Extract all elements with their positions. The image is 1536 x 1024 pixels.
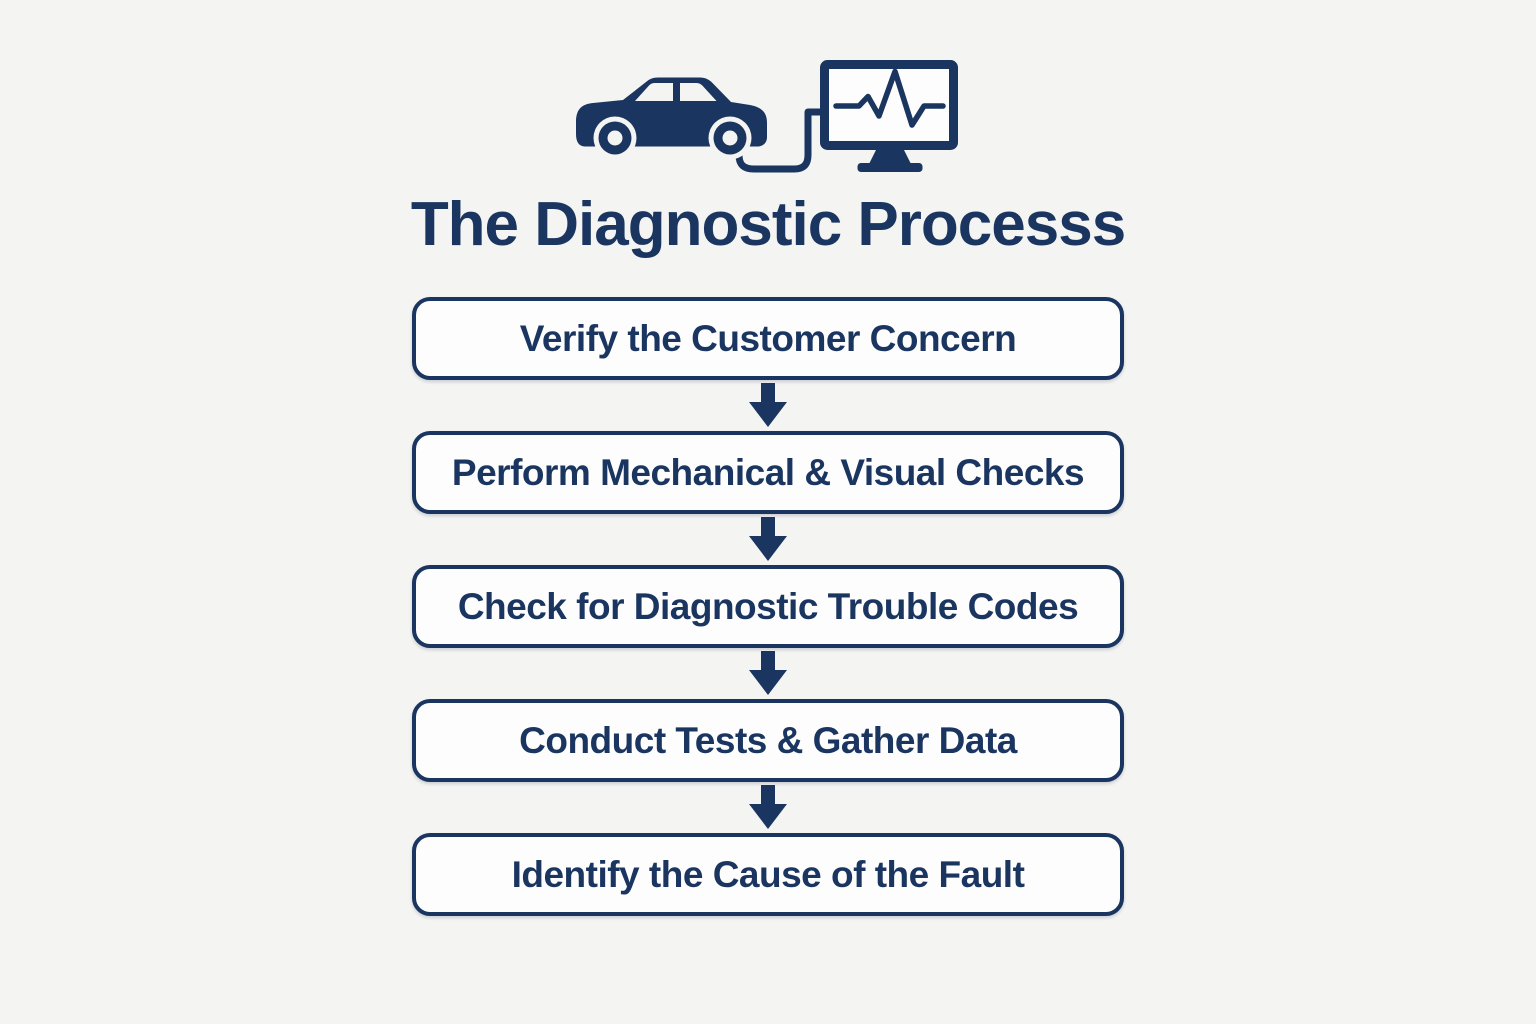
monitor-base xyxy=(857,163,923,172)
flow-step-1: Verify the Customer Concern xyxy=(412,297,1124,381)
flow-step-4: Conduct Tests & Gather Data xyxy=(412,699,1124,783)
flow-step-2-label: Perform Mechanical & Visual Checks xyxy=(451,451,1085,493)
diagnostic-flowchart: Verify the Customer Concern Perform Mech… xyxy=(412,297,1124,917)
car-front-window xyxy=(635,83,673,101)
flow-step-3: Check for Diagnostic Trouble Codes xyxy=(412,565,1124,649)
waveform-icon xyxy=(833,68,946,128)
page-title: The Diagnostic Processs xyxy=(410,190,1126,259)
flow-step-2: Perform Mechanical & Visual Checks xyxy=(412,431,1124,515)
car-diagnostics-icon xyxy=(576,60,958,173)
car-icon xyxy=(576,77,767,160)
monitor-icon xyxy=(820,60,958,172)
flow-step-1-label: Verify the Customer Concern xyxy=(519,317,1017,359)
arrow-down-icon xyxy=(749,785,787,830)
cable-icon xyxy=(735,108,828,173)
arrow-down-icon xyxy=(749,517,787,562)
car-rear-window xyxy=(680,83,717,101)
monitor-stand xyxy=(869,150,911,164)
flow-step-5: Identify the Cause of the Fault xyxy=(412,833,1124,917)
flow-step-3-label: Check for Diagnostic Trouble Codes xyxy=(457,585,1079,627)
flow-step-4-label: Conduct Tests & Gather Data xyxy=(519,719,1017,761)
arrow-down-icon xyxy=(749,383,787,428)
arrow-down-icon xyxy=(749,651,787,696)
flow-step-5-label: Identify the Cause of the Fault xyxy=(511,853,1025,895)
